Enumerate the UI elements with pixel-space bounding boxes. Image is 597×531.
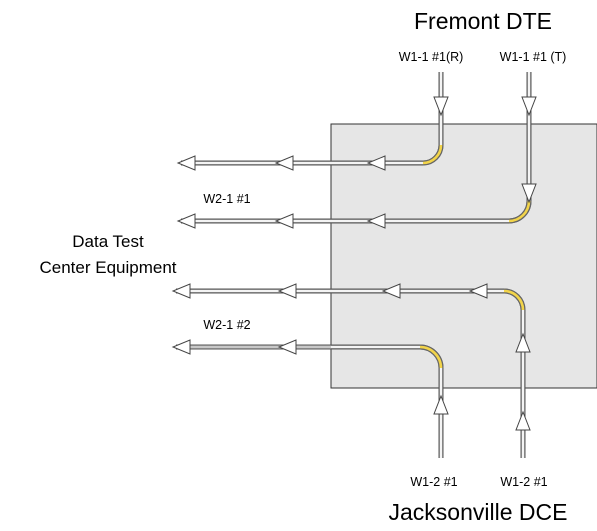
equipment-panel [330, 123, 597, 389]
arrow-left-icon [381, 283, 401, 299]
cable-w1-1-r-to-left [176, 72, 449, 171]
top-title: Fremont DTE [414, 8, 552, 34]
arrow-left-icon [274, 213, 294, 229]
cable-w1-2-left-to-left [171, 339, 449, 458]
label-w2-1-1: W2-1 #1 [203, 192, 250, 206]
arrow-left-icon [277, 283, 297, 299]
arrow-up-icon [515, 410, 531, 431]
arrow-down-icon [521, 96, 537, 117]
arrow-left-icon [277, 339, 297, 355]
arrow-left-icon [366, 155, 386, 171]
arrow-up-icon [433, 394, 449, 415]
arrow-up-icon [515, 332, 531, 353]
label-bottom-left: W1-2 #1 [410, 475, 457, 489]
arrow-left-icon [176, 213, 196, 229]
arrow-left-icon [366, 213, 386, 229]
arrow-left-icon [274, 155, 294, 171]
label-top-right: W1-1 #1 (T) [500, 50, 567, 64]
label-w2-1-2: W2-1 #2 [203, 318, 250, 332]
arrow-left-icon [171, 283, 191, 299]
bottom-title: Jacksonville DCE [389, 499, 568, 525]
arrow-left-icon [171, 339, 191, 355]
cable-w1-2-right-to-left [171, 283, 531, 458]
left-title-line1: Data Test [72, 232, 144, 251]
arrow-down-icon [521, 183, 537, 204]
arrow-left-icon [176, 155, 196, 171]
arrow-down-icon [433, 96, 449, 117]
cable-w1-1-t-to-left [176, 72, 537, 229]
label-bottom-right: W1-2 #1 [500, 475, 547, 489]
left-title-line2: Center Equipment [39, 258, 176, 277]
label-top-left: W1-1 #1(R) [399, 50, 464, 64]
arrow-left-icon [468, 283, 488, 299]
